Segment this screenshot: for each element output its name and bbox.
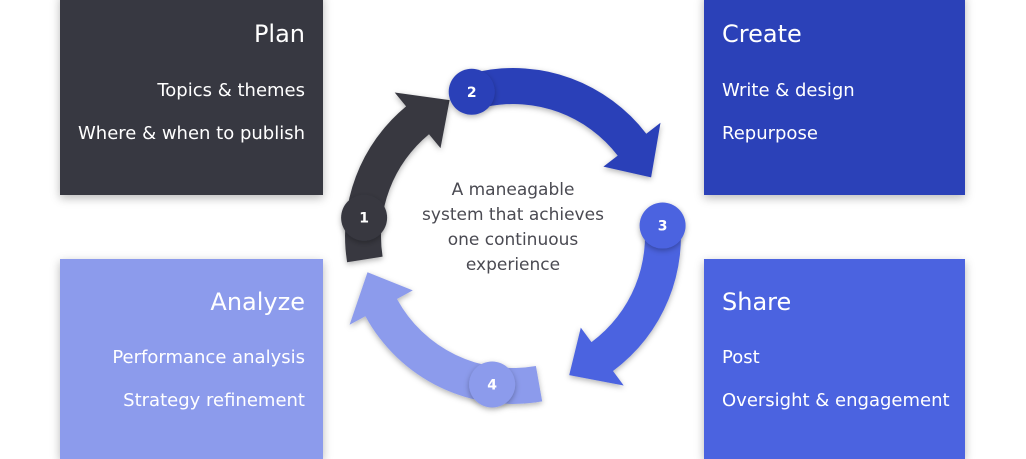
- plan-item-publish: Where & when to publish: [77, 123, 305, 144]
- step-badge-3: [639, 202, 686, 249]
- step-badges: 1 2 3 4: [341, 68, 686, 408]
- create-title: Create: [722, 20, 802, 48]
- center-line-3: one continuous: [447, 230, 579, 250]
- center-caption: A maneagable system that achieves one co…: [408, 178, 618, 278]
- step-number-1: 1: [359, 211, 369, 227]
- step-number-4: 4: [487, 378, 497, 394]
- create-item-repurpose: Repurpose: [722, 123, 818, 144]
- share-item-post: Post: [722, 347, 760, 368]
- center-line-4: experience: [465, 255, 561, 275]
- cycle-arrow-share: [569, 209, 681, 386]
- plan-title: Plan: [253, 20, 305, 48]
- step-number-3: 3: [658, 219, 668, 235]
- center-line-2: system that achieves: [422, 205, 604, 225]
- analyze-item-performance: Performance analysis: [112, 347, 305, 368]
- share-item-oversight: Oversight & engagement: [722, 390, 950, 411]
- step-badge-1: [341, 194, 388, 241]
- step-badge-4: [469, 361, 516, 408]
- analyze-title: Analyze: [210, 288, 305, 316]
- cycle-arrow-create: [478, 68, 661, 178]
- create-item-write: Write & design: [722, 80, 855, 101]
- share-card: Share Post Oversight & engagement: [704, 259, 965, 459]
- center-line-1: A maneagable: [451, 180, 575, 200]
- analyze-card: Analyze Performance analysis Strategy re…: [60, 259, 323, 459]
- analyze-item-strategy: Strategy refinement: [123, 390, 305, 411]
- create-card: Create Write & design Repurpose: [704, 0, 965, 195]
- share-title: Share: [722, 288, 792, 316]
- plan-card: Plan Topics & themes Where & when to pub…: [60, 0, 323, 195]
- step-number-2: 2: [467, 85, 477, 101]
- plan-item-topics: Topics & themes: [157, 80, 305, 101]
- step-badge-2: [448, 68, 495, 115]
